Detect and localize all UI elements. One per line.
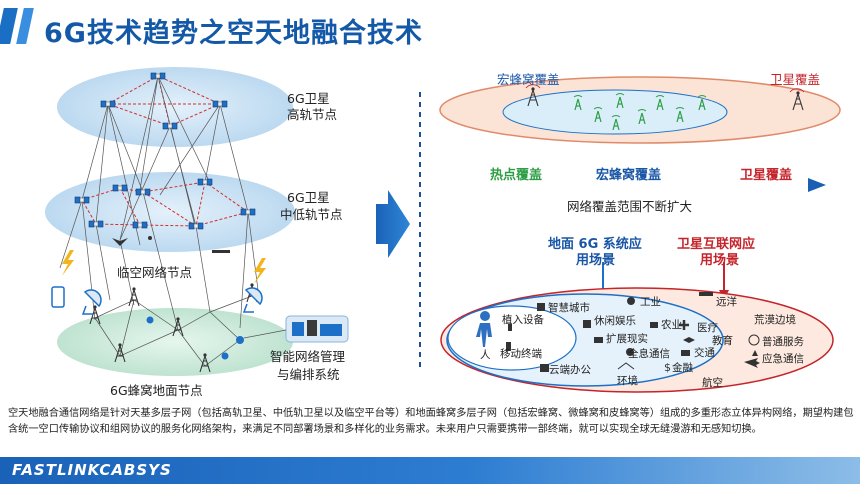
coverage-caption: 网络覆盖范围不断扩大 — [567, 199, 693, 214]
brand-name: FASTLINKCABSYS — [12, 461, 172, 479]
network-diagram: $ — [45, 67, 841, 393]
sat-app-title-2: 用场景 — [700, 253, 740, 268]
ground-app-title-2: 用场景 — [576, 253, 616, 268]
mgmt-label-1: 智能网络管理 — [270, 349, 346, 364]
network-management-icon — [285, 315, 349, 343]
device-app-ellipse — [447, 305, 577, 371]
ground-node-label: 6G蜂窝地面节点 — [110, 383, 203, 398]
scene-finance: 金融 — [672, 362, 693, 374]
mgmt-label-2: 与编排系统 — [277, 367, 340, 382]
svg-text:$: $ — [664, 361, 671, 374]
low-orbit-disc — [45, 172, 295, 252]
scene-smart-city: 智慧城市 — [548, 302, 590, 314]
low-orbit-label-2: 中低轨节点 — [280, 207, 343, 222]
scene-implant: 植入设备 — [502, 314, 544, 326]
scene-leisure: 休闲娱乐 — [594, 315, 636, 327]
high-orbit-label-2: 高轨节点 — [287, 107, 338, 122]
low-orbit-label-1: 6G卫星 — [287, 190, 330, 205]
scene-industry: 工业 — [640, 296, 661, 308]
sat-app-title-1: 卫星互联网应 — [677, 237, 756, 252]
scene-education: 教育 — [712, 335, 733, 347]
scene-environment: 环境 — [617, 375, 638, 387]
scene-cloud-office: 云端办公 — [549, 364, 591, 376]
scene-holographic: 全息通信 — [628, 348, 670, 360]
page-title: 6G技术趋势之空天地融合技术 — [44, 18, 423, 49]
scene-general-service: 普通服务 — [762, 336, 804, 348]
person-icon — [476, 311, 492, 347]
high-orbit-disc — [57, 67, 293, 147]
scene-xr: 扩展现实 — [606, 333, 648, 345]
lightning-icons — [62, 250, 266, 284]
scene-medical: 医疗 — [697, 322, 718, 334]
scene-transport: 交通 — [694, 347, 715, 359]
macro-arrow-label: 宏蜂窝覆盖 — [596, 168, 662, 183]
satellite-coverage-label: 卫星覆盖 — [770, 72, 821, 87]
scene-aviation: 航空 — [702, 377, 723, 389]
hotspot-label: 热点覆盖 — [490, 168, 543, 183]
phone-icon — [51, 286, 65, 308]
low-orbit-links — [81, 181, 250, 227]
description-text: 空天地融合通信网络是针对天基多层子网（包括高轨卫星、中低轨卫星以及临空平台等）和… — [8, 408, 854, 435]
dish-icon — [81, 287, 263, 315]
scene-agriculture: 农业 — [661, 319, 682, 331]
scene-ocean: 远洋 — [716, 296, 737, 308]
coverage-arrow-head — [808, 178, 826, 192]
high-orbit-label-1: 6G卫星 — [287, 91, 330, 106]
macro-coverage-label: 宏蜂窝覆盖 — [497, 72, 560, 87]
transition-arrow — [376, 190, 410, 258]
scene-desert-border: 荒漠边境 — [754, 314, 796, 326]
footer-bar: FASTLINKCABSYS — [0, 457, 860, 484]
scene-icons: $ — [506, 292, 760, 374]
satellite-arrow-label: 卫星覆盖 — [740, 168, 793, 183]
air-node-icons — [112, 236, 230, 253]
person-label: 人 — [480, 349, 491, 361]
inter-layer-links — [59, 75, 259, 331]
small-cell-icons — [146, 316, 244, 360]
air-node-label: 临空网络节点 — [117, 265, 193, 280]
scene-mobile: 移动终端 — [500, 348, 542, 360]
macro-coverage-disc — [502, 89, 728, 135]
ground-app-title-1: 地面 6G 系统应 — [548, 237, 642, 252]
scene-emergency: 应急通信 — [762, 353, 804, 365]
